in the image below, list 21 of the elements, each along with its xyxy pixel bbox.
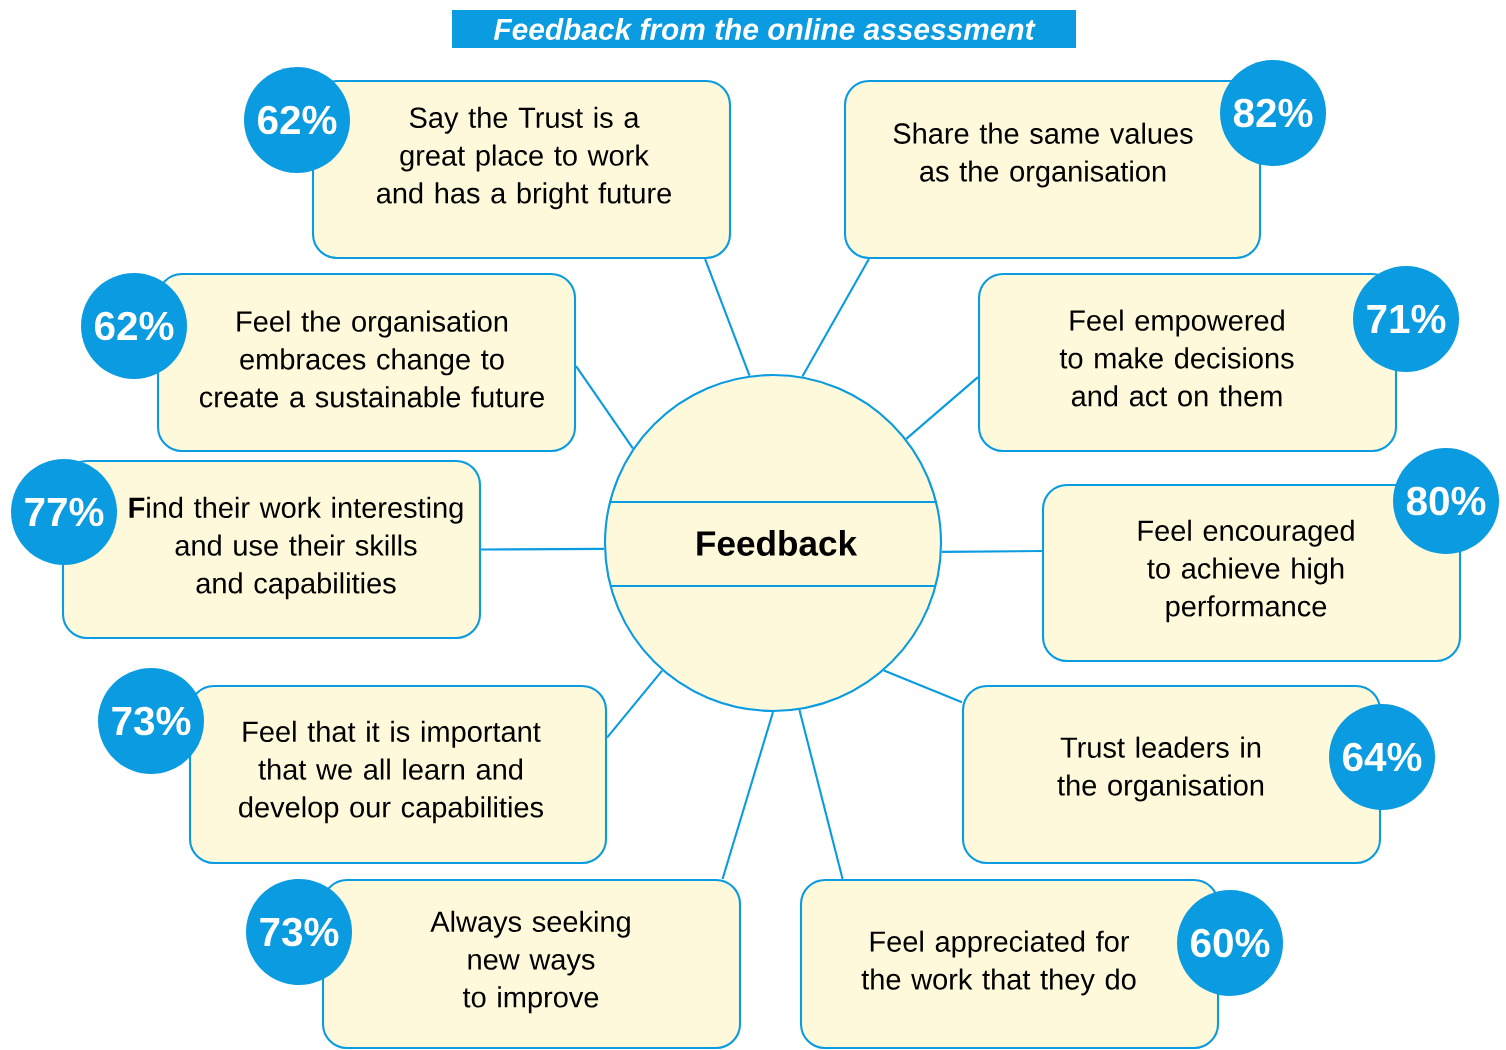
- percentage-badge: 77%: [11, 459, 117, 565]
- percentage-badge: 73%: [246, 879, 352, 985]
- percentage-badge: 62%: [81, 273, 187, 379]
- connector-line: [801, 258, 870, 378]
- connector-line: [941, 549, 1042, 553]
- percentage-badge: 73%: [98, 668, 204, 774]
- percentage-badge: 82%: [1220, 60, 1326, 166]
- connector-line: [606, 669, 663, 739]
- percentage-badge: 64%: [1329, 704, 1435, 810]
- connector-line: [883, 669, 963, 704]
- connector-line: [481, 547, 605, 551]
- connector-line: [798, 709, 844, 880]
- connector-line: [575, 365, 634, 450]
- percentage-badge: 71%: [1353, 266, 1459, 372]
- title-banner: Feedback from the online assessment: [452, 10, 1076, 48]
- percentage-badge: 62%: [244, 67, 350, 173]
- percentage-badge: 60%: [1177, 890, 1283, 996]
- percentage-badge: 80%: [1393, 448, 1499, 554]
- connector-line: [721, 711, 775, 880]
- connector-line: [905, 376, 979, 440]
- connector-line: [704, 258, 751, 376]
